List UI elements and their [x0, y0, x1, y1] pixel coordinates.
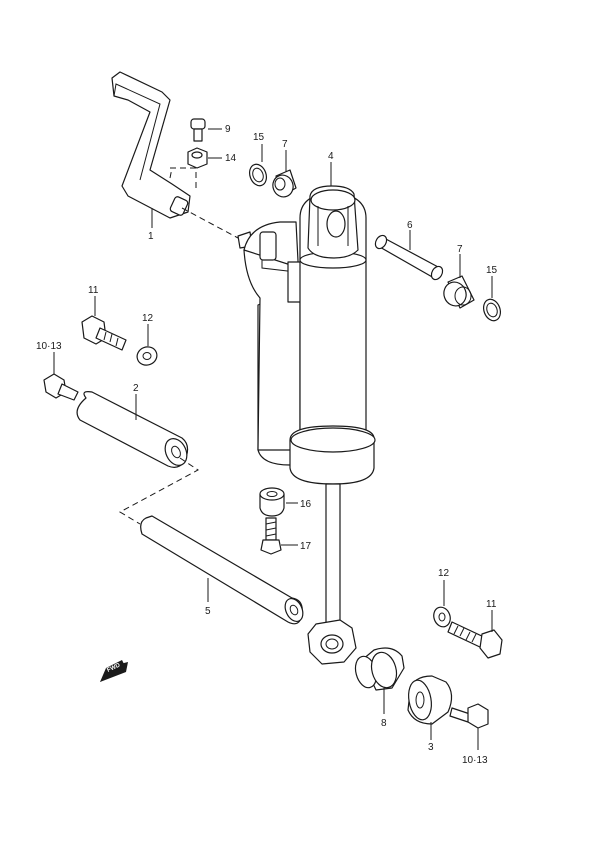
- callout-7-upper: 7: [282, 139, 288, 150]
- nut-part-14: [187, 147, 208, 169]
- bolt-part-10-13-left: [43, 373, 79, 401]
- leader-lines: [53, 128, 493, 750]
- bolt-part-11-left: [81, 315, 127, 351]
- fwd-label: FWD: [106, 662, 122, 673]
- spacer-part-2: [76, 391, 189, 468]
- callout-14: 14: [225, 153, 237, 164]
- callout-12-right: 12: [438, 568, 450, 579]
- callout-10-13-right: 10·13: [462, 755, 488, 766]
- bracket-part: [111, 71, 191, 219]
- bushing-part-7-right: [443, 275, 475, 309]
- bushing-part-7-upper: [272, 169, 297, 198]
- callout-3: 3: [428, 742, 434, 753]
- bolt-part-11-right: [447, 621, 503, 659]
- callout-6: 6: [407, 220, 413, 231]
- callout-8: 8: [381, 718, 387, 729]
- callout-10-13-left: 10·13: [36, 341, 62, 352]
- callout-5: 5: [205, 606, 211, 617]
- circlip-part-15-upper: [248, 163, 268, 187]
- callout-9: 9: [225, 124, 231, 135]
- callout-11-right: 11: [486, 599, 497, 610]
- callout-11-left: 11: [88, 285, 99, 296]
- washer-part-12-left: [136, 346, 158, 366]
- callout-12-left: 12: [142, 313, 154, 324]
- bushing-part-8: [354, 647, 405, 691]
- callout-2: 2: [133, 383, 139, 394]
- callout-7-right: 7: [457, 244, 463, 255]
- callout-15-right: 15: [486, 265, 498, 276]
- circlip-part-15-right: [482, 298, 502, 322]
- tube-part-5: [140, 515, 304, 625]
- tilt-cylinder-part-4: [243, 185, 376, 665]
- callout-16: 16: [300, 499, 312, 510]
- bolt-part-17: [260, 517, 282, 555]
- callout-4: 4: [328, 151, 334, 162]
- callout-1: 1: [148, 231, 154, 242]
- screw-part-9: [190, 118, 206, 142]
- callouts: 9 14 1 15 7 4 6 7 15 11 12 10·13 2 16 17…: [36, 124, 498, 766]
- callout-15-upper: 15: [253, 132, 265, 143]
- spacer-part-3: [407, 675, 453, 725]
- washer-part-12-right: [433, 606, 451, 628]
- bolt-part-10-13-right: [449, 703, 489, 729]
- pin-part-6: [374, 234, 444, 281]
- collar-part-16: [259, 487, 285, 517]
- callout-17: 17: [300, 541, 312, 552]
- forward-arrow-icon: FWD: [100, 660, 128, 682]
